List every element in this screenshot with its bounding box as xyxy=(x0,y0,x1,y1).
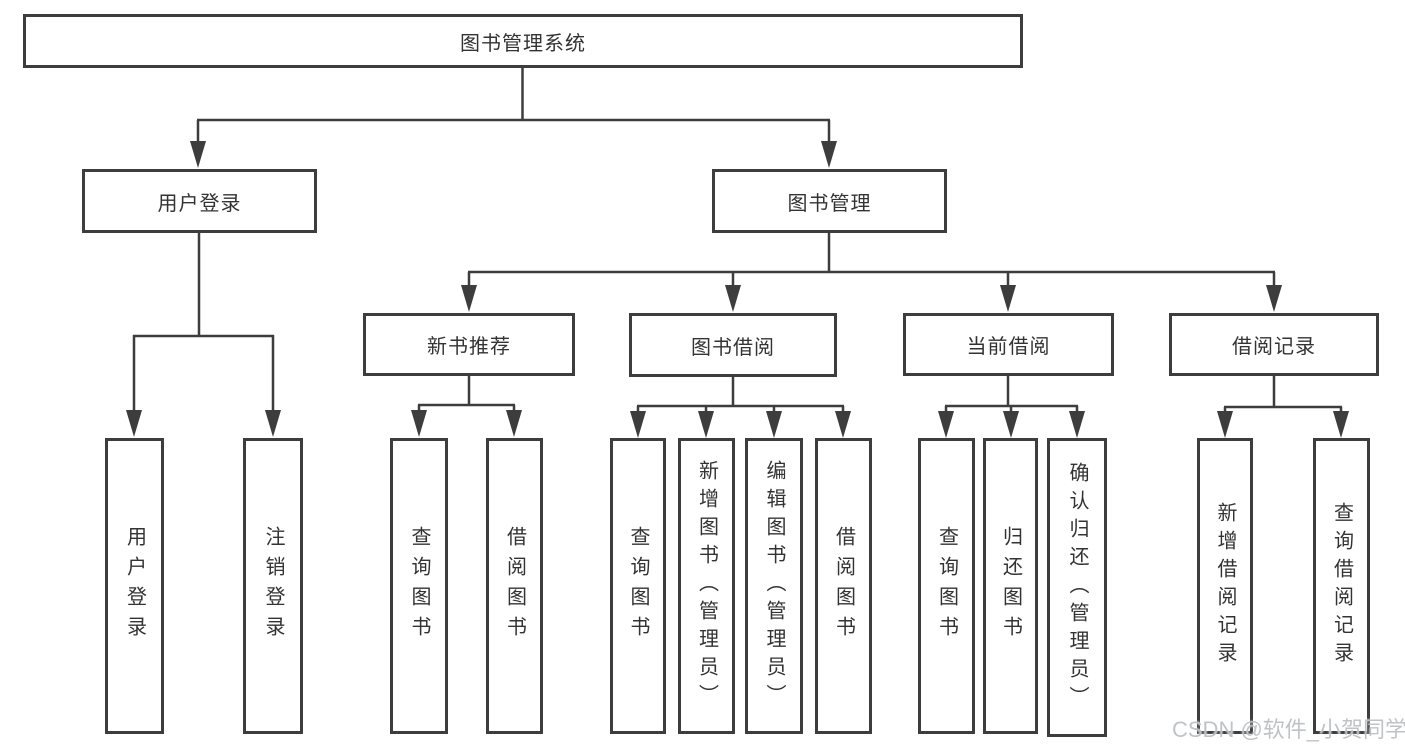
node-user-login-label: 用户登录 xyxy=(157,192,242,215)
leaf-borrow-books-recommend: 借阅图书 xyxy=(486,438,543,734)
leaf-edit-books-admin: 编辑图书（管理员） xyxy=(745,438,803,734)
leaf-add-books-admin: 新增图书（管理员） xyxy=(678,438,735,734)
node-book-management: 图书管理 xyxy=(712,169,947,233)
node-book-borrow: 图书借阅 xyxy=(629,313,837,377)
leaf-return-books-label: 归还图书 xyxy=(999,526,1022,646)
node-user-login: 用户登录 xyxy=(82,169,317,233)
node-new-book-recommend: 新书推荐 xyxy=(363,313,575,376)
leaf-logout: 注销登录 xyxy=(243,438,303,734)
leaf-add-books-admin-label: 新增图书（管理员） xyxy=(695,460,718,712)
node-book-borrow-label: 图书借阅 xyxy=(691,336,775,359)
node-current-borrow: 当前借阅 xyxy=(903,313,1114,376)
node-borrow-records-label: 借阅记录 xyxy=(1232,336,1316,358)
node-current-borrow-label: 当前借阅 xyxy=(966,336,1051,358)
leaf-borrow-books: 借阅图书 xyxy=(815,438,872,734)
leaf-add-borrow-record-label: 新增借阅记录 xyxy=(1214,502,1236,670)
leaf-query-borrow-record: 查询借阅记录 xyxy=(1313,438,1370,734)
node-book-management-label: 图书管理 xyxy=(787,192,872,215)
leaf-query-books-recommend-label: 查询图书 xyxy=(408,526,430,646)
leaf-query-books-borrow-label: 查询图书 xyxy=(627,526,649,646)
node-borrow-records: 借阅记录 xyxy=(1169,313,1379,376)
leaf-user-login: 用户登录 xyxy=(105,438,164,734)
leaf-confirm-return-admin-label: 确认归还（管理员） xyxy=(1066,461,1088,714)
leaf-borrow-books-label: 借阅图书 xyxy=(832,526,855,646)
leaf-return-books: 归还图书 xyxy=(983,438,1038,734)
node-root-library-system: 图书管理系统 xyxy=(23,14,1023,68)
leaf-confirm-return-admin: 确认归还（管理员） xyxy=(1047,438,1107,737)
leaf-edit-books-admin-label: 编辑图书（管理员） xyxy=(763,460,785,712)
leaf-query-books-borrow: 查询图书 xyxy=(610,438,666,734)
leaf-query-books-recommend: 查询图书 xyxy=(390,438,448,734)
leaf-add-borrow-record: 新增借阅记录 xyxy=(1197,438,1253,734)
csdn-watermark: CSDN @软件_小贺同学 xyxy=(1172,717,1405,742)
arrowheads xyxy=(126,141,1349,438)
leaf-borrow-books-recommend-label: 借阅图书 xyxy=(503,526,526,646)
leaf-query-borrow-record-label: 查询借阅记录 xyxy=(1330,502,1353,670)
leaf-query-books-current-label: 查询图书 xyxy=(935,526,958,646)
leaf-user-login-label: 用户登录 xyxy=(123,526,146,646)
leaf-logout-label: 注销登录 xyxy=(262,526,284,646)
leaf-query-books-current: 查询图书 xyxy=(918,438,975,734)
node-new-book-recommend-label: 新书推荐 xyxy=(427,336,511,358)
node-root-label: 图书管理系统 xyxy=(460,32,586,55)
